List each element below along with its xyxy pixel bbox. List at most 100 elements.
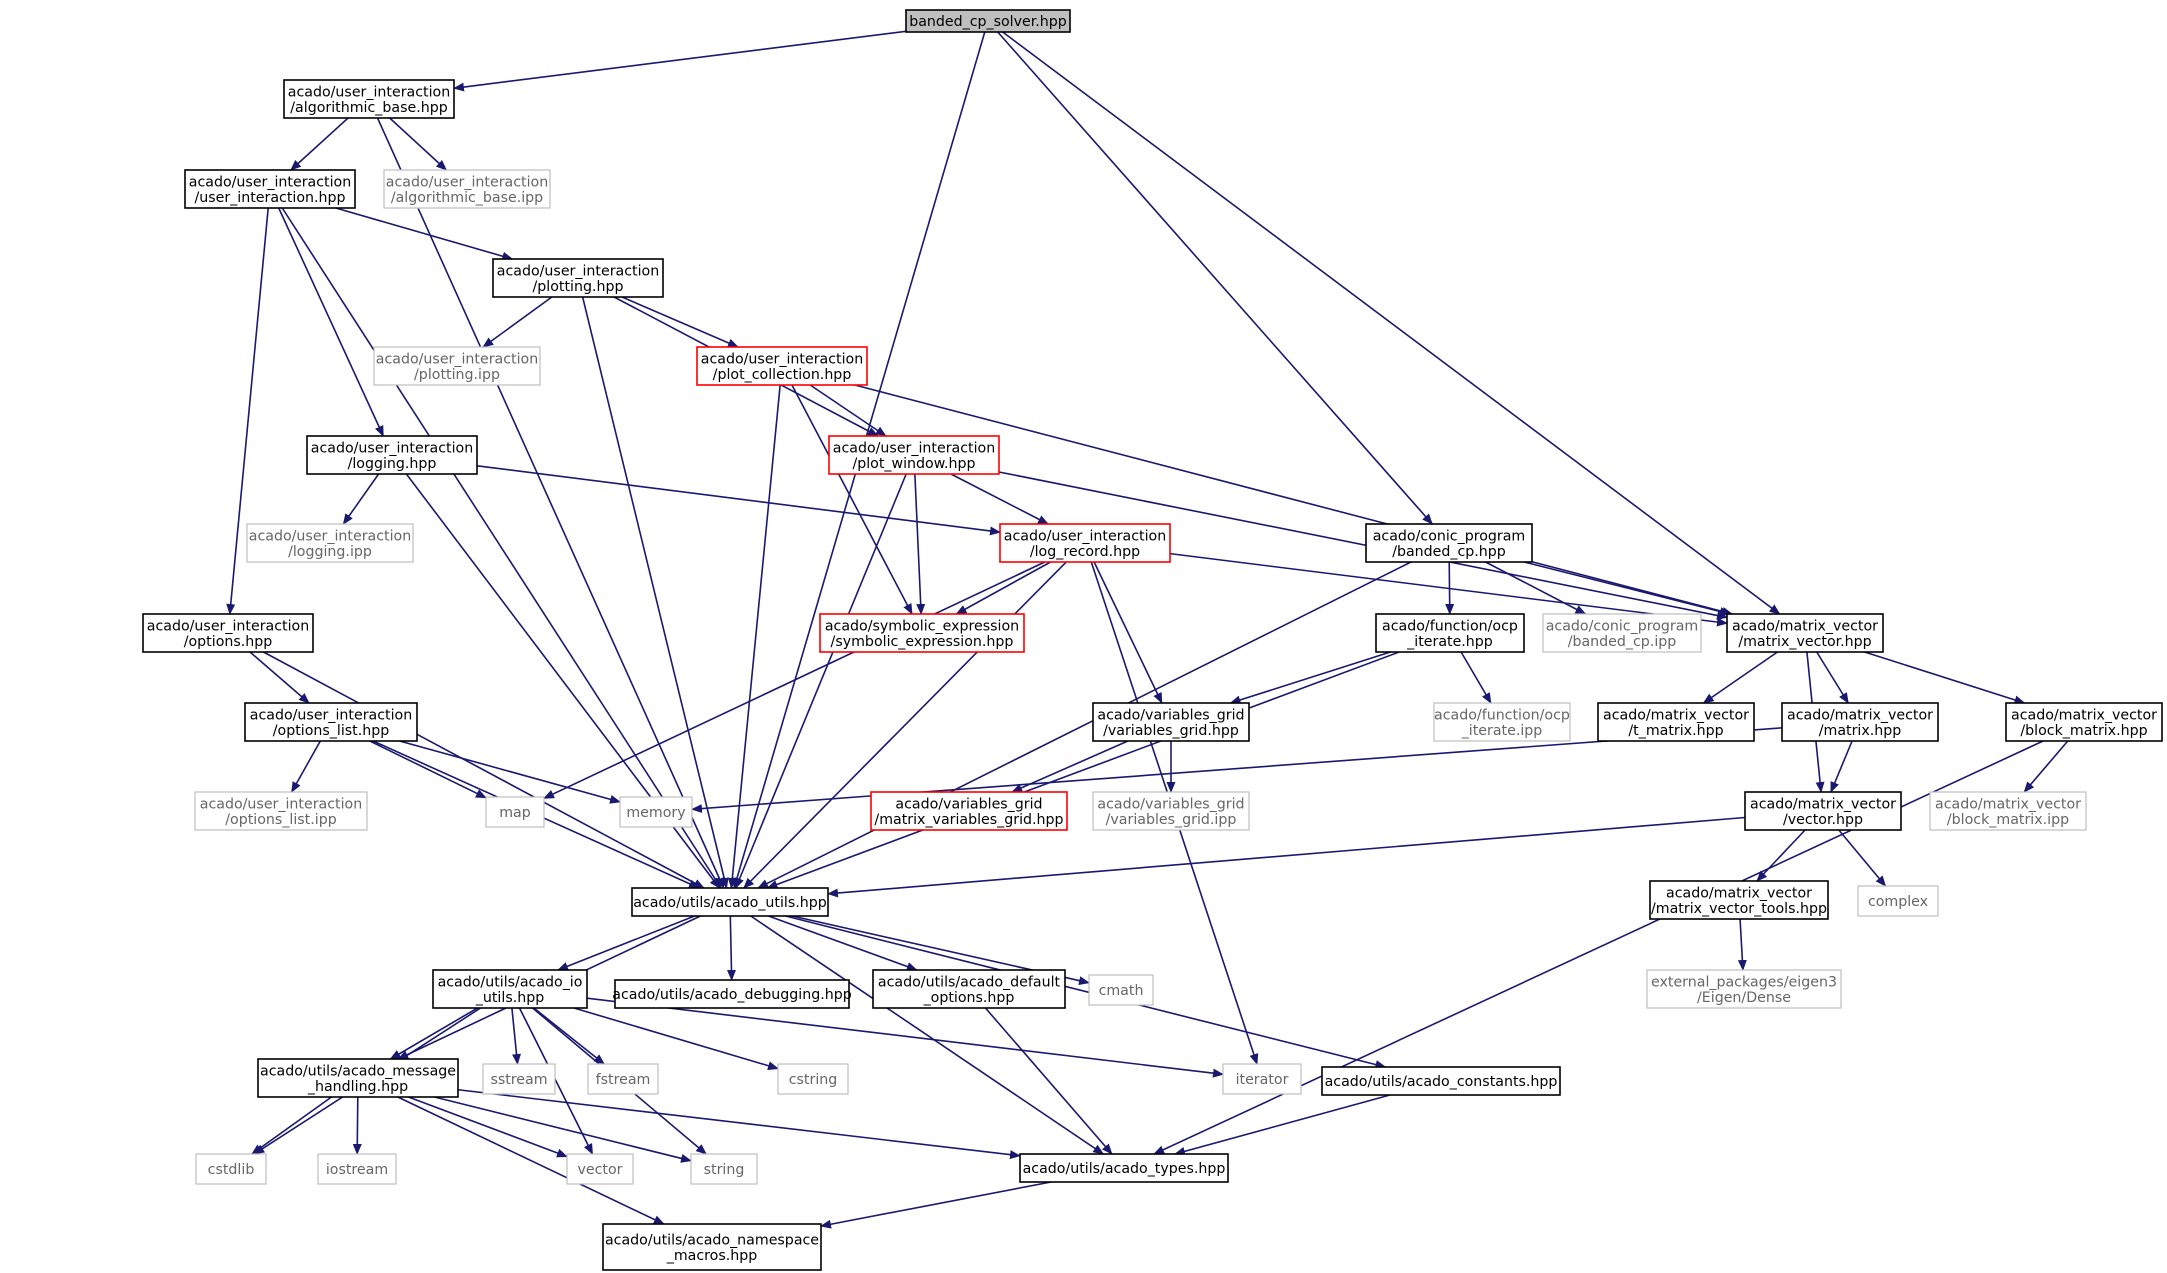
node-string[interactable]: string bbox=[690, 1153, 758, 1185]
node-plotting[interactable]: acado/user_interaction/plotting.hpp bbox=[492, 258, 664, 298]
node-label-line: map bbox=[499, 805, 531, 821]
node-ocp_iter_ipp[interactable]: acado/function/ocp_iterate.ipp bbox=[1433, 702, 1571, 742]
node-vector[interactable]: acado/matrix_vector/vector.hpp bbox=[1744, 791, 1902, 831]
node-label-line: /logging.ipp bbox=[288, 544, 372, 560]
node-map[interactable]: map bbox=[485, 796, 545, 828]
node-label-line: /plotting.ipp bbox=[414, 367, 500, 383]
node-log_record[interactable]: acado/user_interaction/log_record.hpp bbox=[999, 523, 1171, 563]
node-box bbox=[870, 791, 1068, 831]
node-box bbox=[244, 702, 418, 742]
node-debugging[interactable]: acado/utils/acado_debugging.hpp bbox=[612, 979, 852, 1009]
node-cstring[interactable]: cstring bbox=[777, 1063, 849, 1095]
node-label-line: acado/user_interaction bbox=[147, 618, 309, 634]
node-conic_bcp_ipp[interactable]: acado/conic_program/banded_cp.ipp bbox=[1542, 613, 1702, 653]
edge-io_utils-to-msg_handling bbox=[389, 1007, 478, 1060]
edge-alg_base-to-user_int bbox=[290, 117, 349, 171]
node-label-line: /matrix_vector_tools.hpp bbox=[1651, 901, 1827, 917]
node-label-line: /vector.hpp bbox=[1783, 812, 1863, 828]
node-label-line: /options.hpp bbox=[184, 634, 273, 650]
node-box bbox=[631, 887, 829, 917]
node-ocp_iter[interactable]: acado/function/ocp_iterate.hpp bbox=[1375, 613, 1525, 653]
edge-log_record-to-vars_grid bbox=[1093, 561, 1163, 704]
node-label-line: acado/conic_program bbox=[1373, 528, 1526, 544]
edge-conic_bcp-to-acado_utils bbox=[757, 561, 1412, 889]
node-label-line: sstream bbox=[490, 1072, 547, 1088]
node-label-line: acado/user_interaction bbox=[250, 707, 412, 723]
node-complex[interactable]: complex bbox=[1857, 885, 1939, 917]
node-label-line: vector bbox=[577, 1162, 622, 1178]
node-logging[interactable]: acado/user_interaction/logging.hpp bbox=[306, 435, 478, 475]
node-plotting_ipp[interactable]: acado/user_interaction/plotting.ipp bbox=[373, 346, 541, 386]
edge-log_record-to-map bbox=[543, 561, 1046, 800]
node-label-line: acado/utils/acado_types.hpp bbox=[1023, 1161, 1226, 1177]
edges-layer bbox=[226, 30, 2069, 1229]
node-plot_win[interactable]: acado/user_interaction/plot_window.hpp bbox=[828, 435, 1000, 475]
edge-constants-to-types bbox=[1174, 1094, 1391, 1156]
node-box bbox=[1092, 791, 1250, 831]
node-block_matrix[interactable]: acado/matrix_vector/block_matrix.hpp bbox=[2005, 702, 2163, 742]
node-cmath[interactable]: cmath bbox=[1088, 974, 1154, 1006]
node-matrix[interactable]: acado/matrix_vector/matrix.hpp bbox=[1781, 702, 1939, 742]
node-box bbox=[905, 9, 1071, 33]
node-box bbox=[1375, 613, 1525, 653]
node-default_opts[interactable]: acado/utils/acado_default_options.hpp bbox=[872, 969, 1066, 1009]
node-conic_bcp[interactable]: acado/conic_program/banded_cp.hpp bbox=[1365, 523, 1533, 563]
node-types[interactable]: acado/utils/acado_types.hpp bbox=[1019, 1153, 1229, 1183]
node-options_list_ipp[interactable]: acado/user_interaction/options_list.ipp bbox=[194, 791, 368, 831]
node-logging_ipp[interactable]: acado/user_interaction/logging.ipp bbox=[246, 523, 414, 563]
node-cstdlib[interactable]: cstdlib bbox=[195, 1153, 267, 1185]
node-label-line: acado/utils/acado_io bbox=[438, 974, 583, 990]
edge-plotting-to-plot_coll bbox=[621, 296, 739, 348]
node-alg_base[interactable]: acado/user_interaction/algorithmic_base.… bbox=[283, 79, 455, 119]
node-acado_utils[interactable]: acado/utils/acado_utils.hpp bbox=[631, 887, 829, 917]
node-io_utils[interactable]: acado/utils/acado_io_utils.hpp bbox=[432, 969, 588, 1009]
edge-conic_bcp-to-mv bbox=[1523, 561, 1731, 616]
node-box bbox=[872, 969, 1066, 1009]
node-iostream[interactable]: iostream bbox=[317, 1153, 397, 1185]
node-t_matrix[interactable]: acado/matrix_vector/t_matrix.hpp bbox=[1597, 702, 1755, 742]
node-box bbox=[1542, 613, 1702, 653]
node-mat_vars_grid[interactable]: acado/variables_grid/matrix_variables_gr… bbox=[870, 791, 1068, 831]
node-constants[interactable]: acado/utils/acado_constants.hpp bbox=[1321, 1066, 1561, 1096]
node-box bbox=[566, 1153, 634, 1185]
node-label-line: acado/matrix_vector bbox=[1732, 618, 1878, 634]
node-label-line: acado/user_interaction bbox=[249, 528, 411, 544]
edge-vector-to-complex bbox=[1838, 829, 1887, 887]
edge-io_utils-to-cstring bbox=[573, 1007, 779, 1071]
edge-mv_tools-to-eigen bbox=[1737, 918, 1747, 971]
node-box bbox=[194, 791, 368, 831]
node-sstream[interactable]: sstream bbox=[482, 1063, 556, 1095]
node-label-line: acado/user_interaction bbox=[200, 796, 362, 812]
edge-acado_utils-to-io_utils bbox=[557, 915, 695, 971]
node-mv_tools[interactable]: acado/matrix_vector/matrix_vector_tools.… bbox=[1649, 880, 1829, 920]
node-label-line: /block_matrix.hpp bbox=[2020, 723, 2147, 739]
node-plot_coll[interactable]: acado/user_interaction/plot_collection.h… bbox=[696, 346, 868, 386]
node-sym_expr[interactable]: acado/symbolic_expression/symbolic_expre… bbox=[819, 613, 1025, 653]
edge-root-to-conic_bcp bbox=[997, 31, 1433, 525]
node-label-line: /plot_window.hpp bbox=[852, 456, 975, 472]
node-options_list[interactable]: acado/user_interaction/options_list.hpp bbox=[244, 702, 418, 742]
node-ns_macros[interactable]: acado/utils/acado_namespace_macros.hpp bbox=[602, 1223, 822, 1271]
node-vars_grid[interactable]: acado/variables_grid/variables_grid.hpp bbox=[1092, 702, 1250, 742]
node-box bbox=[696, 346, 868, 386]
edge-log_record-to-acado_utils bbox=[743, 561, 1067, 889]
edge-user_int-to-options bbox=[226, 207, 269, 615]
node-mv[interactable]: acado/matrix_vector/matrix_vector.hpp bbox=[1726, 613, 1884, 653]
node-label-line: acado/user_interaction bbox=[497, 263, 659, 279]
node-label-line: iterator bbox=[1236, 1072, 1289, 1088]
node-label-line: acado/user_interaction bbox=[701, 351, 863, 367]
node-msg_handling[interactable]: acado/utils/acado_message_handling.hpp bbox=[257, 1058, 459, 1098]
node-fstream[interactable]: fstream bbox=[587, 1063, 659, 1095]
node-vars_grid_ipp[interactable]: acado/variables_grid/variables_grid.ipp bbox=[1092, 791, 1250, 831]
node-alg_base_ipp[interactable]: acado/user_interaction/algorithmic_base.… bbox=[383, 169, 551, 209]
edge-plotting-to-acado_utils bbox=[581, 296, 729, 889]
node-iterator[interactable]: iterator bbox=[1222, 1063, 1302, 1095]
node-user_int[interactable]: acado/user_interaction/user_interaction.… bbox=[184, 169, 356, 209]
node-options[interactable]: acado/user_interaction/options.hpp bbox=[142, 613, 314, 653]
node-eigen[interactable]: external_packages/eigen3/Eigen/Dense bbox=[1646, 969, 1842, 1009]
node-block_matrix_ipp[interactable]: acado/matrix_vector/block_matrix.ipp bbox=[1929, 791, 2087, 831]
node-vector_std[interactable]: vector bbox=[566, 1153, 634, 1185]
node-label-line: acado/user_interaction bbox=[189, 174, 351, 190]
node-memory[interactable]: memory bbox=[619, 796, 693, 828]
